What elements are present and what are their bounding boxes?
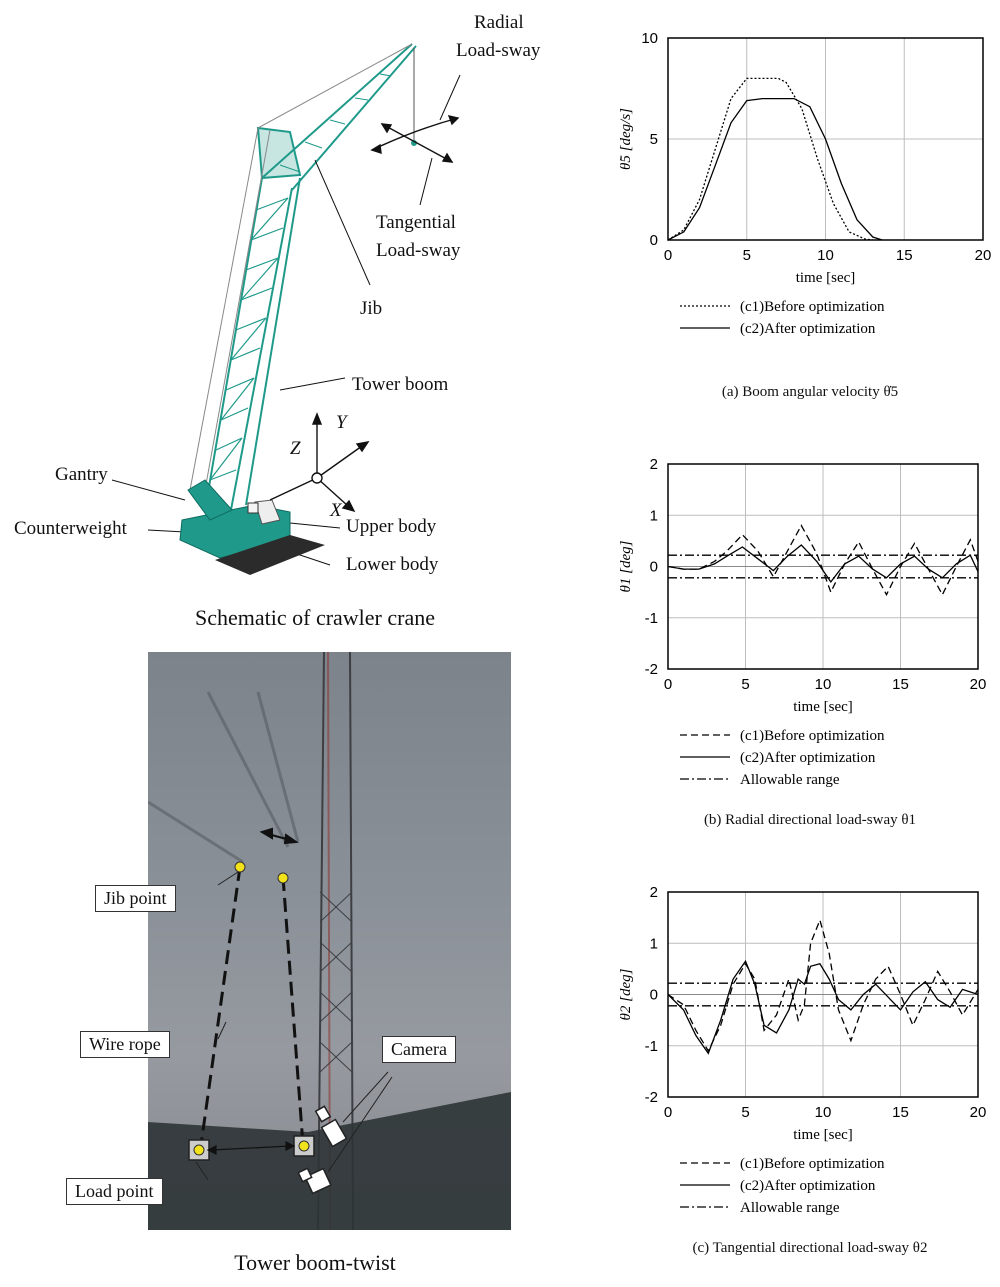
crane-schematic [111,43,461,575]
y-tick-label: 2 [650,884,658,901]
x-tick-label: 0 [664,1104,672,1121]
y-tick-label: 1 [650,935,658,952]
x-tick-label: 5 [743,247,751,264]
load-point-left [193,1144,205,1156]
x-tick-label: 10 [815,676,832,693]
legend-label: (c1)Before optimization [740,299,885,315]
x-tick-label: 10 [817,247,834,264]
label-upper-body: Upper body [346,516,437,537]
x-tick-label: 10 [815,1104,832,1121]
label-tower-boom: Tower boom [352,374,449,395]
label-load-point: Load point [66,1178,163,1205]
chart-c-caption: (c) Tangential directional load-sway θ2 [692,1240,928,1256]
label-axis-y: Y [336,412,347,433]
x-tick-label: 0 [664,247,672,264]
y-tick-label: 1 [650,507,658,524]
series-line [667,918,979,1053]
legend-label: (c2)After optimization [740,750,876,766]
series-line [667,97,883,241]
y-tick-label: -2 [645,1089,658,1106]
chart-a-svg: 0 5 10 15 20 0 5 10 time [sec] θ̇5 [deg/s] (c1)Bef… [620,30,992,337]
label-radial-line2: Load-sway [456,40,541,61]
background-structure [148,1092,511,1230]
series-line [667,524,979,597]
chart-b-caption: (b) Radial directional load-sway θ1 [703,812,917,828]
label-radial-line1: Radial [474,12,524,33]
chart-b: 0 5 10 15 20 -2 -1 0 1 2 time [sec] θ1 [deg] (c1)Bef… [620,452,1000,832]
x-tick-label: 15 [892,1104,909,1121]
label-jib-point: Jib point [95,885,176,912]
y-axis-label: θ1 [deg] [620,540,634,592]
legend-label: (c1)Before optimization [740,1156,885,1172]
x-axis-label: time [sec] [793,699,853,715]
tower-boom-shape [204,177,301,516]
y-axis-label: θ̇5 [deg/s] [620,108,634,170]
series-line [667,77,873,241]
label-gantry: Gantry [55,464,108,485]
x-tick-label: 20 [975,247,992,264]
x-axis-label: time [sec] [796,270,856,286]
boom-twist-photo [148,652,511,1230]
label-lower-body: Lower body [346,554,439,575]
x-tick-label: 15 [892,676,909,693]
x-tick-label: 5 [741,676,749,693]
legend-label: (c2)After optimization [740,321,876,337]
label-counterweight: Counterweight [14,518,127,539]
x-tick-label: 0 [664,676,672,693]
coordinate-axes [269,412,370,513]
y-tick-label: 0 [650,987,658,1004]
series-line [667,959,979,1055]
x-tick-label: 20 [970,1104,987,1121]
x-tick-label: 20 [970,676,987,693]
y-tick-label: 5 [650,131,658,148]
wire-rope-right [281,876,305,1146]
label-jib: Jib [360,298,383,319]
plot-frame [667,37,984,241]
label-camera: Camera [382,1036,456,1063]
chart-c: 0 5 10 15 20 -2 -1 0 1 2 time [sec] θ2 [deg] (c1)Bef… [620,880,1000,1280]
stay-wires [189,43,413,491]
chart-a: 0 5 10 15 20 0 5 10 time [sec] θ̇5 [deg/s] (c1)Bef… [620,20,1000,410]
y-tick-label: -1 [645,610,658,627]
legend-label: (c2)After optimization [740,1178,876,1194]
wire-rope-left [198,866,242,1153]
jib-shape [256,43,417,191]
chart-b-svg: 0 5 10 15 20 -2 -1 0 1 2 time [sec] θ1 [deg] (c1)Bef… [620,456,987,788]
jib-point-right [277,872,289,884]
label-axis-z: Z [290,438,301,459]
camera-icon [297,1105,348,1195]
twist-arrow [259,827,299,845]
y-tick-label: -1 [645,1038,658,1055]
jib-point-left [234,861,246,873]
chart-c-svg: 0 5 10 15 20 -2 -1 0 1 2 time [sec] θ2 [deg] (c1)Bef… [620,884,987,1216]
y-tick-label: 10 [641,30,658,47]
chart-a-caption: (a) Boom angular velocity θ̇5 [721,384,899,400]
label-tangential-line2: Load-sway [376,240,461,261]
legend-label: Allowable range [740,1200,840,1216]
y-axis-label: θ2 [deg] [620,968,634,1020]
y-tick-label: -2 [645,661,658,678]
y-tick-label: 0 [650,559,658,576]
series-line [667,544,979,584]
legend-label: Allowable range [740,772,840,788]
photo-caption: Tower boom-twist [234,1250,396,1275]
y-tick-label: 2 [650,456,658,473]
sway-arrows [370,115,460,163]
crane-body-shape [179,479,325,575]
y-tick-label: 0 [650,232,658,249]
x-tick-label: 15 [896,247,913,264]
crane-caption: Schematic of crawler crane [194,605,436,630]
label-axis-x: X [330,500,342,521]
x-tick-label: 5 [741,1104,749,1121]
load-point-right [298,1140,310,1152]
label-wire-rope: Wire rope [80,1031,170,1058]
x-axis-label: time [sec] [793,1127,853,1143]
legend-label: (c1)Before optimization [740,728,885,744]
label-tangential-line1: Tangential [376,212,456,233]
